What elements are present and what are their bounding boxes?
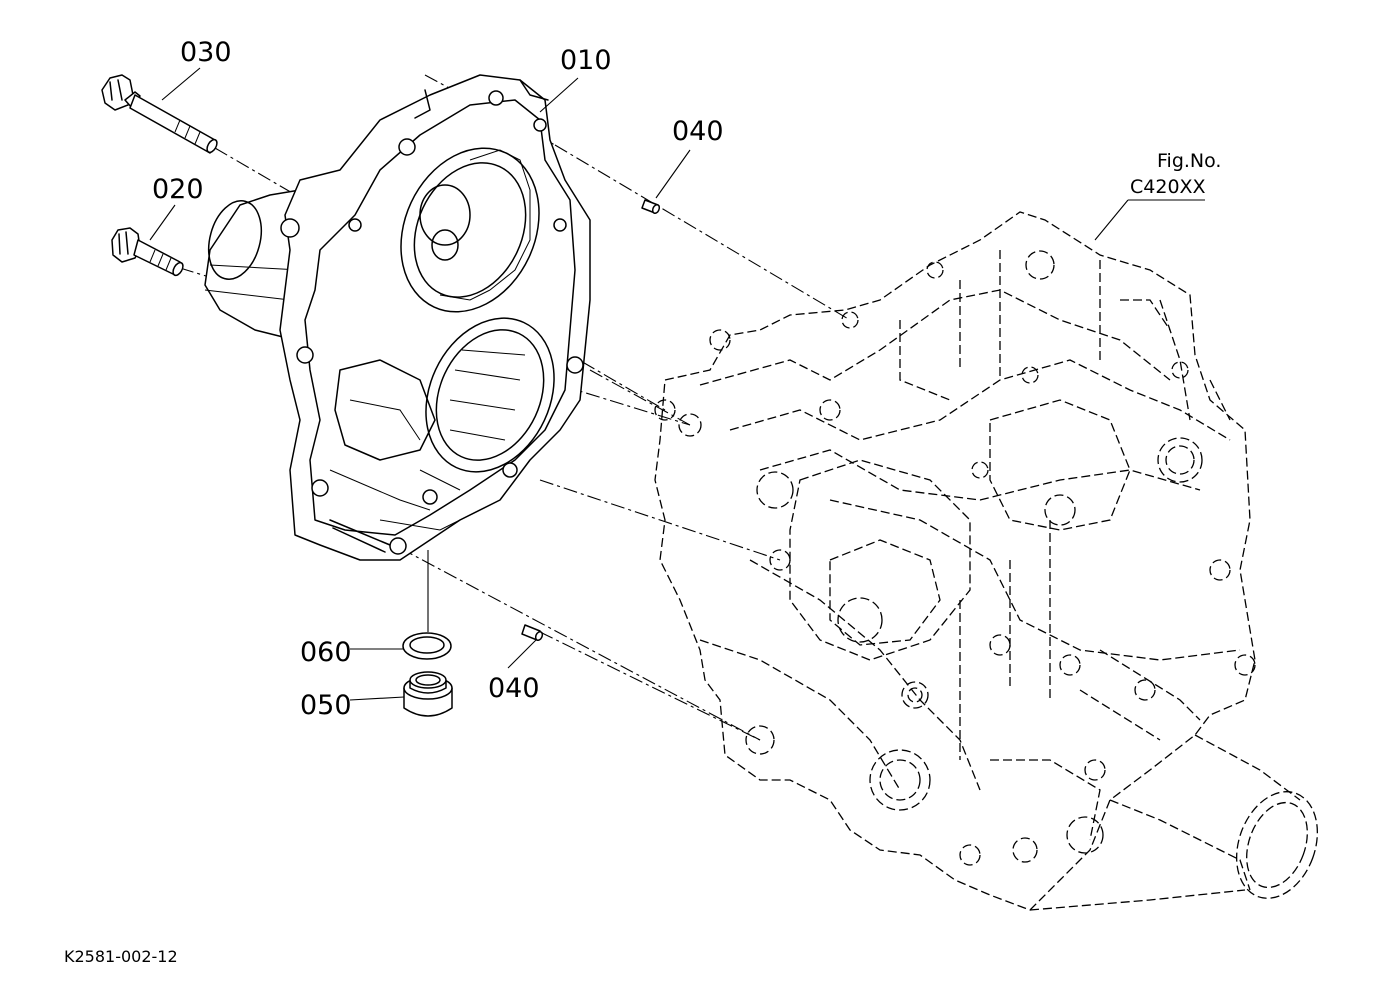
drawing-code: K2581-002-12 <box>64 947 178 966</box>
cover-housing <box>204 74 591 561</box>
o-ring-060 <box>402 632 452 660</box>
callout-040-lower: 040 <box>488 673 540 704</box>
callout-060: 060 <box>300 637 352 668</box>
callout-030: 030 <box>180 37 232 68</box>
transmission-case-phantom <box>654 211 1319 911</box>
dowel-pin-040-lower <box>521 624 544 642</box>
callout-040-upper: 040 <box>672 116 724 147</box>
callout-010: 010 <box>560 45 612 76</box>
plug-050 <box>403 671 453 717</box>
leader-lines <box>149 67 1205 701</box>
figure-number: C420XX <box>1130 176 1206 198</box>
bolt-030 <box>101 74 218 154</box>
figure-label: Fig.No. <box>1157 150 1221 172</box>
callout-020: 020 <box>152 174 204 205</box>
bolt-020 <box>111 227 184 277</box>
labels: 030 020 010 040 040 060 050 Fig.No. C420… <box>64 37 1221 966</box>
callout-050: 050 <box>300 690 352 721</box>
dowel-pin-040-upper <box>641 199 661 215</box>
